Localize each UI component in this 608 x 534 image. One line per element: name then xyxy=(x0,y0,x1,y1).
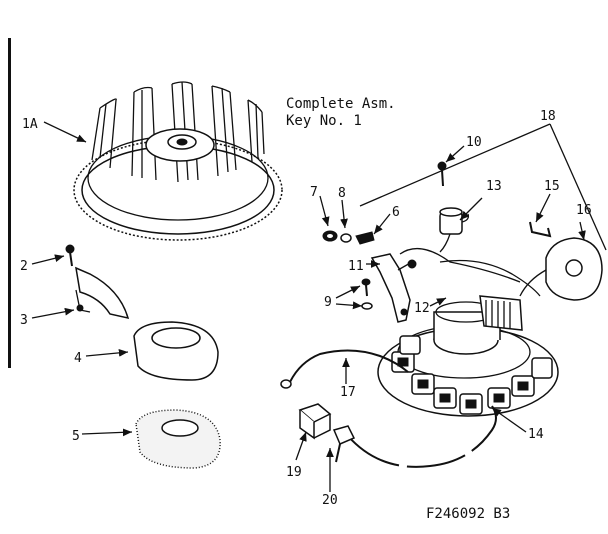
callout-19: 19 xyxy=(286,465,302,480)
condenser-wire xyxy=(439,259,541,297)
callout-7: 7 xyxy=(310,185,318,200)
callout-17: 17 xyxy=(340,385,356,400)
clip-15 xyxy=(529,221,552,238)
connector-19 xyxy=(298,403,332,440)
leader-lines xyxy=(31,121,607,492)
breaker-points-11 xyxy=(370,253,417,323)
bracket-3 xyxy=(75,266,130,320)
callout-3: 3 xyxy=(20,313,28,328)
note-line-2: Key No. 1 xyxy=(286,113,362,129)
spacer-4 xyxy=(133,321,219,381)
flywheel-1a xyxy=(73,81,283,241)
callout-1a: 1A xyxy=(22,117,38,132)
condenser-13 xyxy=(439,207,470,253)
callout-13: 13 xyxy=(486,179,502,194)
nut-7 xyxy=(322,230,338,242)
callout-2: 2 xyxy=(20,259,28,274)
lead-wire-17 xyxy=(280,349,409,389)
callout-15: 15 xyxy=(544,179,560,194)
screw-9 xyxy=(361,278,373,310)
ground-wire xyxy=(347,405,497,468)
terminal-20 xyxy=(332,425,356,463)
callout-5: 5 xyxy=(72,429,80,444)
coil-wire xyxy=(399,247,521,283)
callout-20: 20 xyxy=(322,493,338,508)
screw-10 xyxy=(437,161,447,187)
callout-18: 18 xyxy=(540,109,556,124)
callout-4: 4 xyxy=(74,351,82,366)
callout-9: 9 xyxy=(324,295,332,310)
figure-id: F246092 B3 xyxy=(426,506,510,522)
margin-bar xyxy=(8,38,11,368)
callout-6: 6 xyxy=(392,205,400,220)
stator-14 xyxy=(377,295,559,417)
filter-pad-5 xyxy=(135,409,221,469)
screw-2 xyxy=(65,244,75,267)
callout-10: 10 xyxy=(466,135,482,150)
clip-6 xyxy=(355,231,375,245)
callout-11: 11 xyxy=(348,259,364,274)
washer-8 xyxy=(340,233,352,243)
callout-14: 14 xyxy=(528,427,544,442)
callout-8: 8 xyxy=(338,186,346,201)
callout-12: 12 xyxy=(414,301,430,316)
callout-16: 16 xyxy=(576,203,592,218)
coil-16 xyxy=(519,237,603,301)
note-line-1: Complete Asm. xyxy=(286,96,396,112)
